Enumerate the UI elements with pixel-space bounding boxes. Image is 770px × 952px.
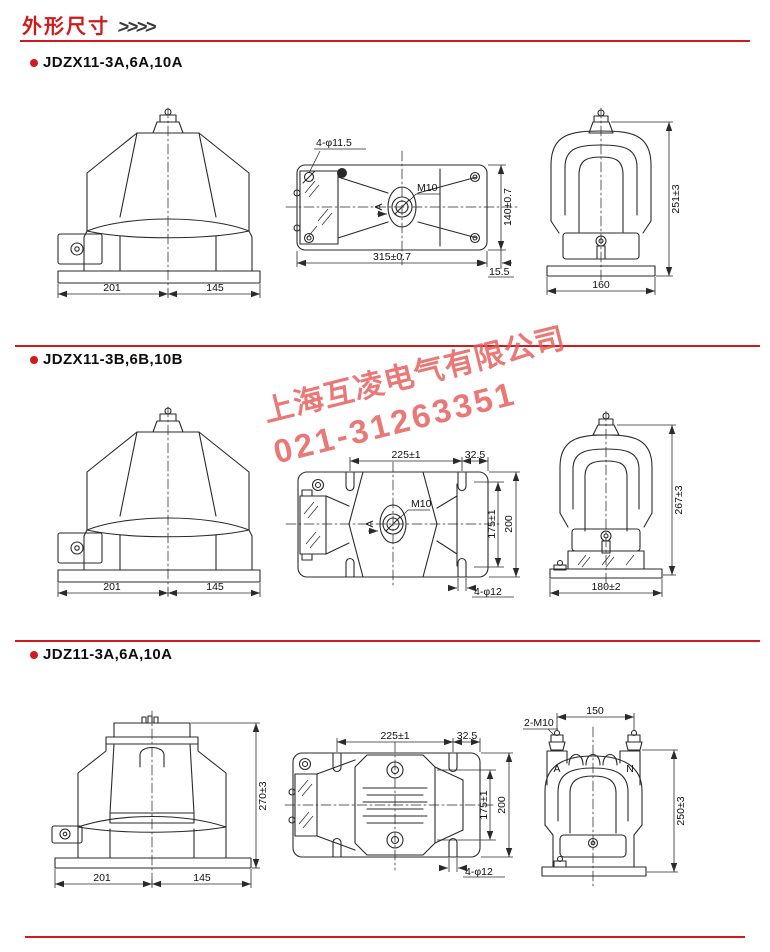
transformer-side-outline — [541, 726, 647, 890]
terminal-a-label: A — [553, 763, 560, 775]
dim-label: 145 — [193, 872, 211, 884]
section2-label: JDZX11-3B,6B,10B — [43, 351, 183, 368]
bullet-icon — [30, 58, 38, 67]
footer-divider — [25, 936, 745, 938]
section3-heading: JDZ11-3A,6A,10A — [30, 646, 172, 663]
terminal-n-label: N — [626, 763, 634, 775]
s3-front-view: 201 145 270±3 — [51, 710, 269, 888]
section-divider — [15, 345, 760, 347]
page-header: 外形尺寸 >>>> — [22, 10, 156, 39]
dim-label: 201 — [93, 872, 111, 884]
bullet-icon — [30, 355, 38, 364]
glass-hatch — [577, 554, 635, 568]
page-title: 外形尺寸 — [22, 16, 110, 38]
dim-label: 315±0.7 — [373, 251, 411, 263]
dim-label: 160 — [592, 279, 610, 291]
dim-label: 267±3 — [673, 485, 685, 514]
s2-front-view: 201 145 — [57, 406, 261, 597]
s2-top-view: 225±1 32.5 M10 A 175±1 200 4-φ12 — [285, 449, 520, 598]
transformer-top-outline — [285, 150, 519, 266]
dim-label: 200 — [496, 796, 508, 814]
thread-label: M10 — [411, 498, 432, 510]
section-divider — [15, 640, 760, 642]
s2-side-view: 180±2 267±3 — [549, 410, 685, 597]
thread-label: M10 — [417, 182, 438, 194]
dim-label: 201 — [103, 581, 121, 593]
glass-hatch — [304, 180, 333, 239]
dim-label: 225±1 — [380, 730, 409, 742]
dim-label: 180±2 — [591, 581, 620, 593]
dim-label: 32.5 — [457, 730, 478, 742]
glass-hatch — [297, 779, 314, 829]
dim-label: 140±0.7 — [502, 188, 514, 226]
chevrons-icon: >>>> — [116, 17, 156, 38]
dim-label: 270±3 — [257, 781, 269, 810]
hole-spec-label: 4-φ11.5 — [316, 137, 352, 149]
bullet-icon — [30, 650, 38, 659]
dim-label: 175±1 — [486, 509, 498, 538]
dim-label: 175±1 — [478, 790, 490, 819]
dim-label: 201 — [103, 282, 121, 294]
hole-spec-label: 4-φ12 — [474, 586, 502, 598]
dim-label: 145 — [206, 581, 224, 593]
thread-label: 2-M10 — [524, 717, 554, 729]
dim-label: 200 — [503, 515, 515, 533]
hole-spec-label: 4-φ12 — [465, 866, 493, 878]
glass-hatch — [303, 501, 321, 549]
s3-top-view: 225±1 32.5 175±1 200 4-φ12 — [284, 730, 513, 878]
transformer-top-outline — [284, 741, 496, 871]
section1-label: JDZX11-3A,6A,10A — [43, 54, 183, 71]
dim-label: 250±3 — [675, 796, 687, 825]
section3-label: JDZ11-3A,6A,10A — [43, 646, 173, 663]
s1-front-view: 201 145 — [57, 107, 261, 298]
transformer-top-outline — [285, 461, 503, 589]
dim-label: 145 — [206, 282, 224, 294]
dim-label: 32.5 — [465, 449, 486, 461]
dim-label: 150 — [586, 705, 604, 717]
header-divider — [20, 40, 750, 42]
transformer-side-outline — [546, 107, 656, 284]
dim-label: 15.5 — [489, 266, 510, 278]
dim-label: 225±1 — [391, 449, 420, 461]
section1-heading: JDZX11-3A,6A,10A — [30, 54, 183, 71]
s3-side-view: 150 2-M10 A N 250±3 — [523, 705, 687, 890]
transformer-side-outline — [549, 410, 663, 588]
transformer-front-outline — [51, 710, 252, 884]
section-arrow-label: A — [364, 520, 376, 527]
section2-heading: JDZX11-3B,6B,10B — [30, 351, 183, 368]
section-arrow-label: A — [373, 203, 385, 210]
s1-top-view: 4-φ11.5 M10 A 315±0.7 140±0.7 15.5 — [285, 137, 519, 278]
dim-label: 251±3 — [670, 184, 682, 213]
s1-side-view: 160 251±3 — [546, 107, 682, 295]
